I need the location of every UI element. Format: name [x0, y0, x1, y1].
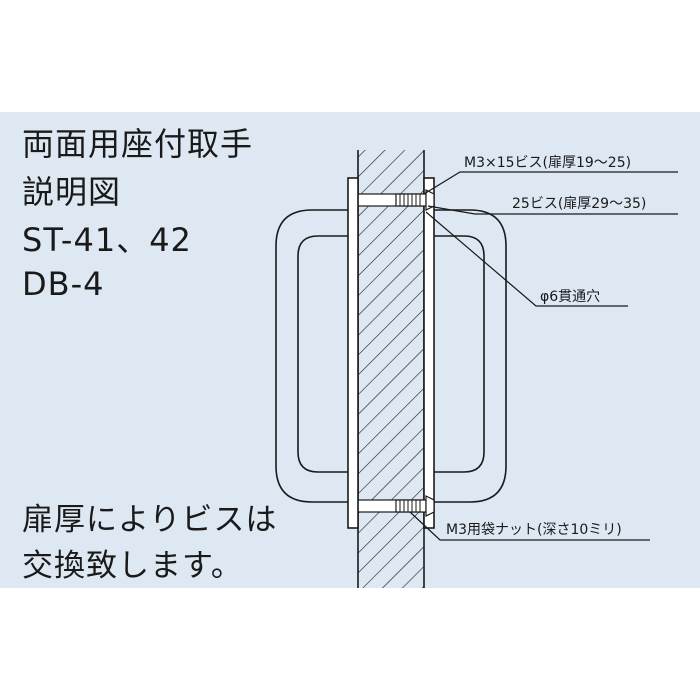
note-line-1: 扉厚によりビスは — [22, 502, 278, 538]
note-line-2: 交換致します。 — [22, 548, 243, 584]
title-line-1: 両面用座付取手 — [22, 125, 254, 163]
bottom-screw — [395, 495, 435, 517]
callout-screw-a: M3×15ビス(扉厚19～25) — [464, 155, 631, 171]
right-handle — [430, 209, 507, 503]
title-line-4: DB-4 — [22, 265, 105, 303]
left-handle — [275, 209, 352, 503]
callout-nut: M3用袋ナット(深さ10ミリ) — [446, 522, 622, 538]
title-line-2: 説明図 — [22, 173, 122, 211]
title-line-3: ST-41、42 — [22, 221, 192, 259]
callout-hole: φ6貫通穴 — [540, 289, 600, 305]
top-screw — [395, 189, 435, 211]
leader-lines — [409, 171, 678, 541]
callout-screw-b: 25ビス(扉厚29～35) — [512, 196, 646, 212]
seat-plates — [347, 177, 435, 529]
door-section — [357, 150, 425, 588]
